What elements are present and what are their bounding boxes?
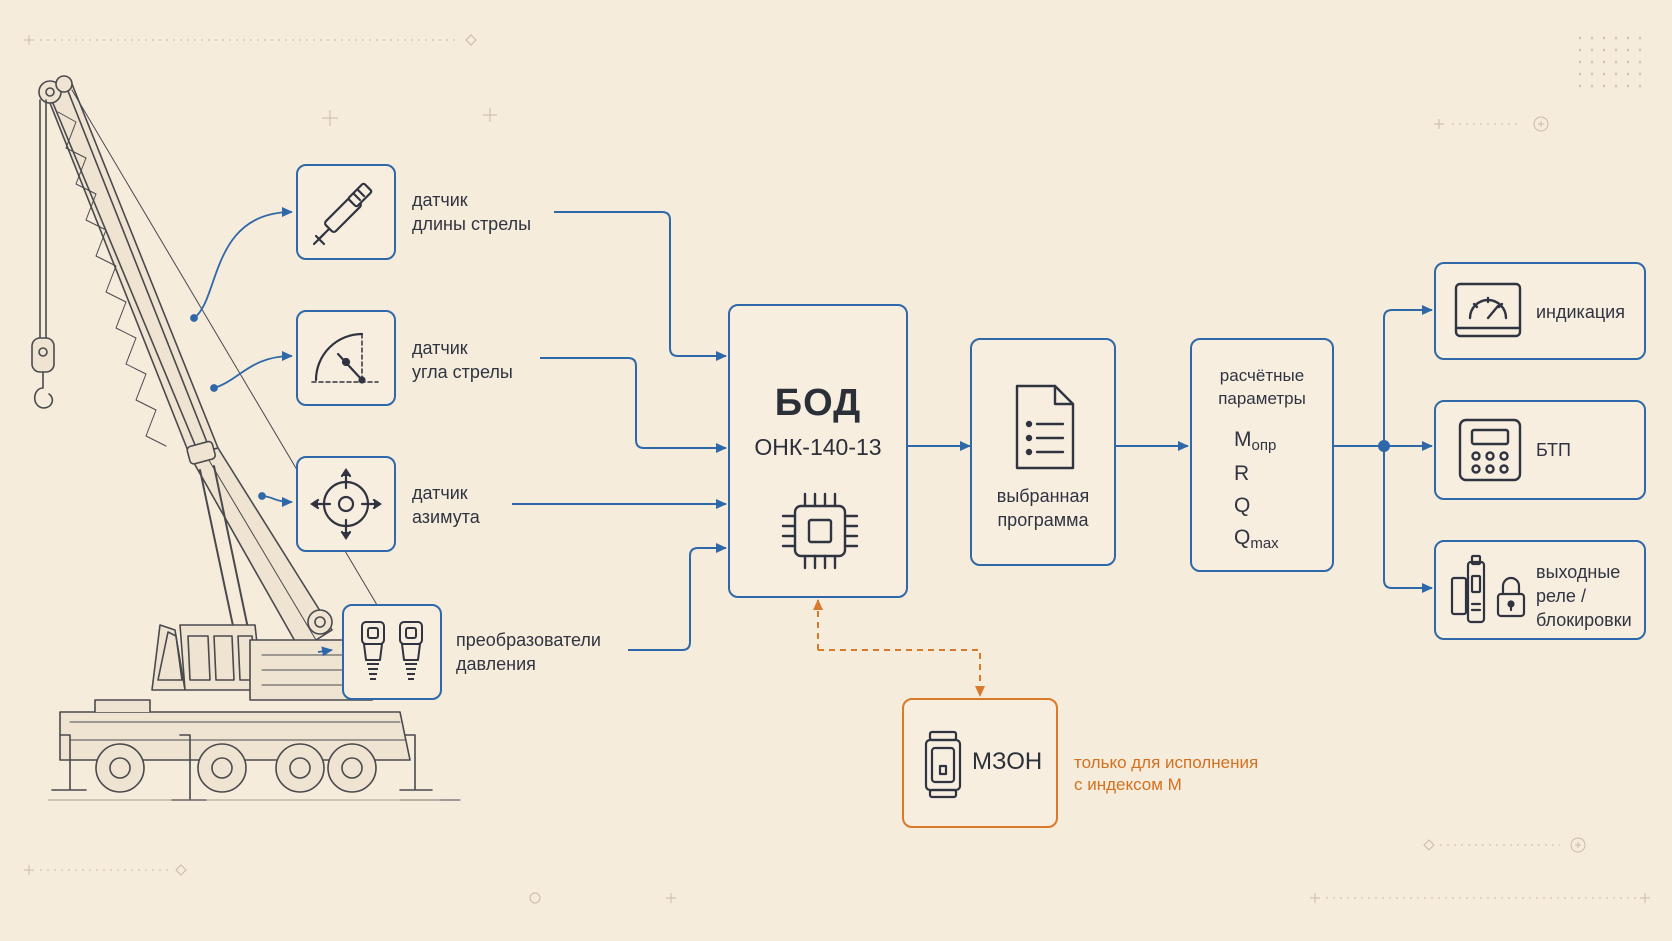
memory-module-icon (924, 730, 962, 799)
program-label-line2: программа (997, 510, 1089, 530)
relay-lock-icon (1450, 554, 1526, 624)
pressure-transducers-box (342, 604, 442, 700)
boom-angle-label-line2: угла стрелы (412, 362, 513, 382)
boom-angle-sensor-label: датчик угла стрелы (412, 336, 513, 384)
pressure-transducers-label: преобразователи давления (456, 628, 601, 676)
indication-output-box: индикация (1434, 262, 1646, 360)
relays-label-line2: реле / (1536, 586, 1586, 606)
parameters-heading-line2: параметры (1218, 389, 1306, 408)
bod-title: БОД (774, 382, 862, 424)
keypad-terminal-icon (1458, 418, 1522, 482)
boom-length-sensor-icon (312, 182, 373, 246)
relays-label-line1: выходные (1536, 562, 1621, 582)
mzon-note-line2: с индексом М (1074, 775, 1182, 794)
dot-grid (1578, 36, 1642, 88)
indication-label: индикация (1536, 300, 1625, 324)
parameters-heading-line1: расчётные (1219, 366, 1305, 385)
param-max-load: Qmax (1234, 526, 1279, 552)
mzon-label: МЗОН (972, 748, 1043, 775)
azimuth-sensor-label: датчик азимута (412, 481, 480, 529)
btp-label: БТП (1536, 438, 1571, 462)
gauge-monitor-icon (1454, 282, 1522, 338)
boom-angle-sensor-box (296, 310, 396, 406)
mzon-note-line1: только для исполнения (1074, 753, 1259, 772)
pressure-transducer-icon (361, 621, 423, 680)
bod-model: ОНК-140-13 (754, 434, 882, 460)
boom-angle-sensor-icon (311, 332, 379, 384)
program-label-line1: выбранная (996, 486, 1090, 506)
chip-icon (781, 492, 859, 570)
boom-length-sensor-label: датчик длины стрелы (412, 188, 531, 236)
bod-unit-box: БОД ОНК-140-13 (728, 304, 908, 598)
pressure-label-line2: давления (456, 654, 536, 674)
boom-length-sensor-box (296, 164, 396, 260)
decorative-marks (24, 34, 1650, 904)
param-radius: R (1234, 462, 1250, 485)
document-list-icon (1015, 384, 1075, 470)
pressure-label-line1: преобразователи (456, 630, 601, 650)
parameters-heading: расчётные параметры (1192, 364, 1332, 410)
boom-angle-label-line1: датчик (412, 338, 468, 358)
crane-illustration (31, 75, 461, 801)
azimuth-label-line2: азимута (412, 507, 480, 527)
btp-output-box: БТП (1434, 400, 1646, 500)
selected-program-box: выбранная программа (970, 338, 1116, 566)
relays-output-box: выходные реле / блокировки (1434, 540, 1646, 640)
relays-label: выходные реле / блокировки (1536, 560, 1632, 632)
boom-length-label-line1: датчик (412, 190, 468, 210)
btp-label-line1: БТП (1536, 440, 1571, 460)
azimuth-label-line1: датчик (412, 483, 468, 503)
indication-label-line1: индикация (1536, 302, 1625, 322)
selected-program-label: выбранная программа (972, 484, 1114, 532)
parameters-list: Mопр R Q Qmax (1234, 424, 1279, 556)
relays-label-line3: блокировки (1536, 610, 1632, 630)
azimuth-target-icon (310, 468, 382, 540)
azimuth-sensor-box (296, 456, 396, 552)
param-moment: Mопр (1234, 428, 1277, 454)
mzon-note: только для исполнения с индексом М (1074, 752, 1258, 796)
mzon-module-box: МЗОН (902, 698, 1058, 828)
boom-length-label-line2: длины стрелы (412, 214, 532, 234)
param-load: Q (1234, 494, 1251, 517)
calculated-parameters-box: расчётные параметры Mопр R Q Qmax (1190, 338, 1334, 572)
